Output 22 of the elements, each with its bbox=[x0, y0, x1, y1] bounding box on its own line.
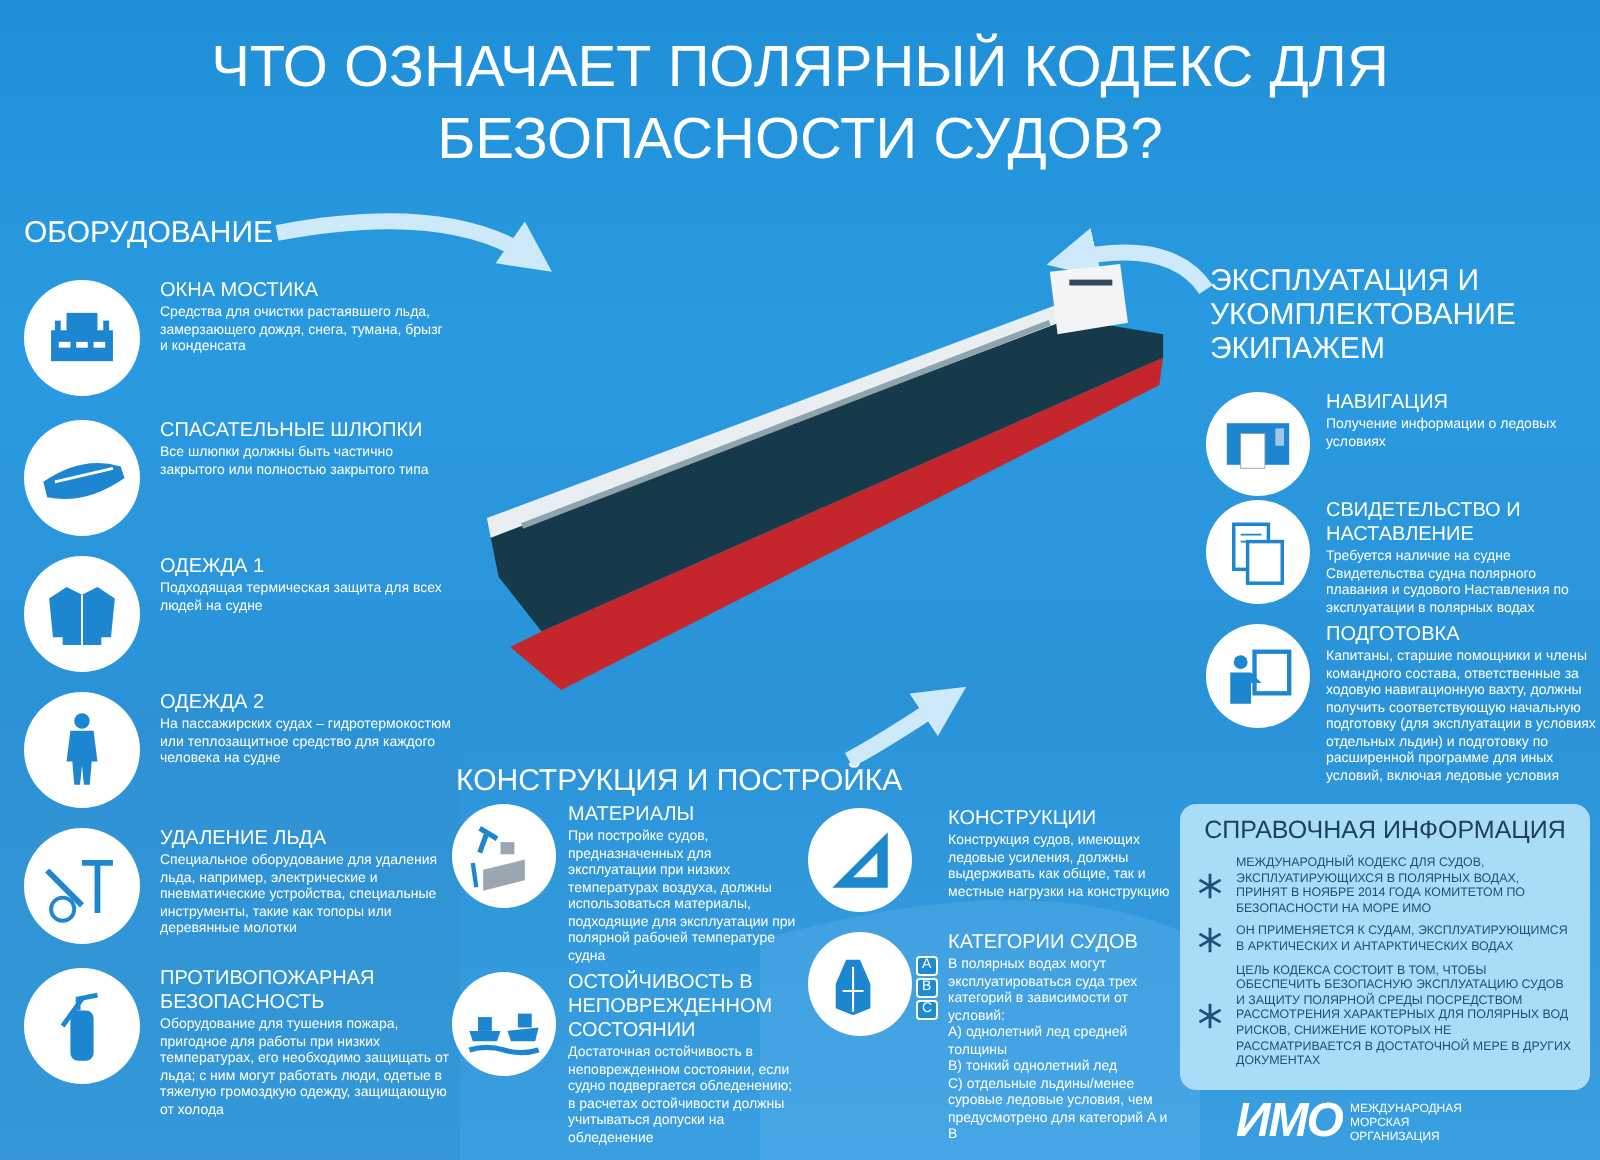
title: ЧТО ОЗНАЧАЕТ ПОЛЯРНЫЙ КОДЕКС ДЛЯ БЕЗОПАСНОСТИ СУДОВ? bbox=[209, 32, 1391, 176]
item-heading: КОНСТРУКЦИИ bbox=[948, 808, 1099, 832]
item-heading: УДАЛЕНИЕ ЛЬДА bbox=[160, 828, 329, 852]
item-heading: ПОДГОТОВКА bbox=[1326, 624, 1462, 648]
item-heading: СПАСАТЕЛЬНЫЕ ШЛЮПКИ bbox=[160, 420, 425, 444]
item-heading: КАТЕГОРИИ СУДОВ bbox=[948, 932, 1140, 956]
section-heading: ЭКСПЛУАТАЦИЯ И УКОМПЛЕКТОВАНИЕ ЭКИПАЖЕМ bbox=[1210, 264, 1518, 366]
section-heading: ОБОРУДОВАНИЕ bbox=[24, 216, 273, 250]
panel-heading: СПРАВОЧНАЯ ИНФОРМАЦИЯ bbox=[1202, 816, 1568, 846]
item-heading: ОДЕЖДА 2 bbox=[160, 692, 267, 716]
item-heading: ОСТОЙЧИВОСТЬ В НЕПОВРЕЖДЕННОМ СОСТОЯНИИ bbox=[568, 972, 775, 1044]
item-heading: НАВИГАЦИЯ bbox=[1326, 392, 1450, 416]
item-heading: ОКНА МОСТИКА bbox=[160, 280, 321, 304]
item-heading: СВИДЕТЕЛЬСТВО И НАСТАВЛЕНИЕ bbox=[1326, 500, 1523, 548]
section-heading: КОНСТРУКЦИЯ И ПОСТРОЙКА bbox=[456, 764, 903, 798]
item-heading: ПРОТИВОПОЖАРНАЯ БЕЗОПАСНОСТЬ bbox=[160, 968, 377, 1016]
arrow bbox=[275, 213, 553, 271]
info-panel bbox=[1180, 804, 1590, 1090]
arrow bbox=[845, 686, 967, 768]
item-heading: ОДЕЖДА 1 bbox=[160, 556, 267, 580]
item-heading: МАТЕРИАЛЫ bbox=[568, 804, 697, 828]
organization-name: ИМО bbox=[1236, 1096, 1342, 1148]
